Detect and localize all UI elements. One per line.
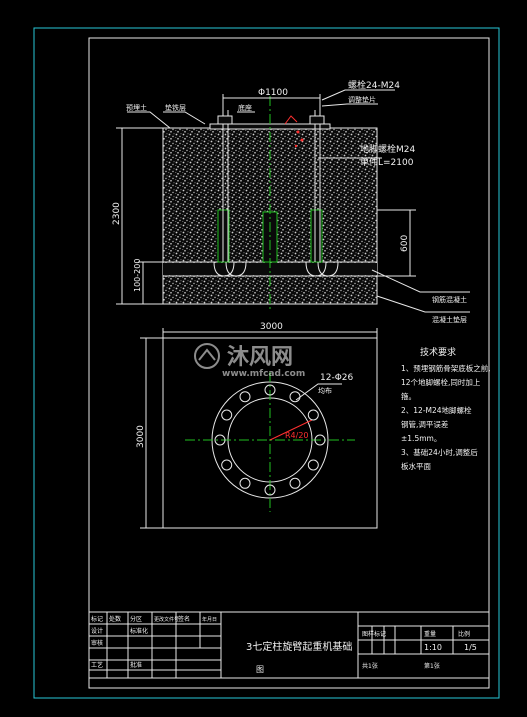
bolt-hole bbox=[239, 477, 251, 489]
bolt-hole bbox=[264, 384, 276, 396]
label-anchor-bolt: 地脚螺栓M24 bbox=[360, 143, 415, 155]
label-shim-layer: 垫铁层 bbox=[165, 103, 186, 112]
tech-note-line: ±1.5mm。 bbox=[401, 434, 441, 443]
tech-note-line: 3、基础24小时,调整后 bbox=[401, 447, 478, 457]
tb-cell: 批准 bbox=[130, 661, 142, 669]
tb-sheet: 共1张 bbox=[362, 662, 378, 670]
scale-value: 1:10 bbox=[424, 643, 442, 652]
label-radius: R4/20 bbox=[285, 431, 309, 440]
tech-note-line: 钢管,调平误差 bbox=[401, 419, 449, 429]
tech-note-line: 箍。 bbox=[401, 391, 416, 401]
tb-cell: 标记 bbox=[91, 615, 103, 623]
label-cushion: 混凝土垫层 bbox=[432, 315, 467, 324]
tb-cell: 工艺 bbox=[91, 661, 103, 669]
plan-outline bbox=[162, 337, 378, 529]
bolt-hole bbox=[239, 391, 251, 403]
bolt-hole bbox=[289, 391, 301, 403]
dim-plan-width: 3000 bbox=[260, 322, 283, 332]
tech-note-line: 板水平面 bbox=[401, 461, 431, 471]
watermark-url: www.mfcad.com bbox=[222, 369, 305, 379]
tb-cell: 签名 bbox=[178, 615, 190, 623]
dim-depth: 600 bbox=[400, 235, 410, 252]
tb-cell: 分区 bbox=[130, 615, 142, 623]
dim-bottom-range: 100-200 bbox=[133, 259, 142, 292]
drawing-title: 3七定柱旋臂起重机基础 bbox=[246, 640, 352, 653]
tb-header: 比例 bbox=[458, 630, 470, 638]
dim-phi1100: Φ1100 bbox=[258, 88, 288, 98]
tech-note-line: 12个地脚螺栓,同时加上 bbox=[401, 377, 481, 387]
bolt-hole-ring bbox=[214, 384, 326, 496]
label-hole-spec: 12-Φ26 bbox=[320, 373, 354, 383]
tb-cell: 设计 bbox=[91, 627, 103, 635]
bolt-hole bbox=[289, 477, 301, 489]
bolt-hole bbox=[264, 484, 276, 496]
label-bolt-length: 单件L=2100 bbox=[360, 156, 414, 168]
bolt-sleeve-right bbox=[310, 209, 323, 263]
bolt-hole bbox=[221, 459, 233, 471]
tb-cell: 审核 bbox=[91, 639, 103, 647]
label-base: 底座 bbox=[238, 103, 252, 112]
label-embed-soil: 预埋土 bbox=[126, 103, 147, 112]
sheet-value: 1/5 bbox=[464, 643, 477, 652]
label-hole-note: 均布 bbox=[318, 386, 332, 395]
bolt-hole bbox=[314, 434, 326, 446]
tb-sheet: 第1张 bbox=[424, 662, 440, 670]
inner-frame bbox=[88, 37, 490, 689]
tech-note-line: 2、12-M24地脚螺栓 bbox=[401, 405, 472, 415]
title-block: 标记 处数 分区 更改文件号 签名 年月日 设计 标准化 审核 工艺 批准 3七… bbox=[88, 611, 490, 679]
bolt-hole bbox=[221, 409, 233, 421]
bolt-hole bbox=[307, 459, 319, 471]
tech-notes: 技术要求 1、预埋钢筋骨架底板之前, 12个地脚螺栓,同时加上 箍。 2、12-… bbox=[401, 346, 491, 471]
tb-cell: 处数 bbox=[109, 615, 121, 623]
bolt-hole bbox=[307, 409, 319, 421]
outer-frame bbox=[33, 27, 500, 699]
dim-total-height: 2300 bbox=[112, 202, 122, 225]
tb-cell: 更改文件号 bbox=[154, 616, 179, 623]
label-adjust-shim: 调整垫片 bbox=[348, 95, 376, 104]
label-bolt-spec: 螺栓24-M24 bbox=[348, 79, 400, 91]
drawing-title-suffix: 图 bbox=[256, 665, 264, 674]
tb-header: 图样标记 bbox=[362, 630, 386, 638]
tb-header: 重量 bbox=[424, 630, 436, 638]
section-view: 预埋土 垫铁层 底座 Φ1100 螺栓24-M24 调整垫片 地脚螺栓M24 单… bbox=[112, 79, 470, 324]
tb-cell: 标准化 bbox=[130, 627, 148, 635]
watermark-logo bbox=[194, 343, 220, 369]
tech-note-line: 1、预埋钢筋骨架底板之前, bbox=[401, 363, 491, 373]
dim-plan-height: 3000 bbox=[136, 425, 146, 448]
label-rc: 钢筋混凝土 bbox=[432, 295, 467, 304]
tb-cell: 年月日 bbox=[202, 616, 217, 623]
bolt-hole bbox=[214, 434, 226, 446]
watermark-brand: 沐风网 bbox=[227, 345, 293, 370]
tech-notes-title: 技术要求 bbox=[420, 346, 456, 358]
plan-view: 3000 3000 12-Φ26 均布 R4/20 沐风网 www.mfcad.… bbox=[136, 322, 378, 529]
